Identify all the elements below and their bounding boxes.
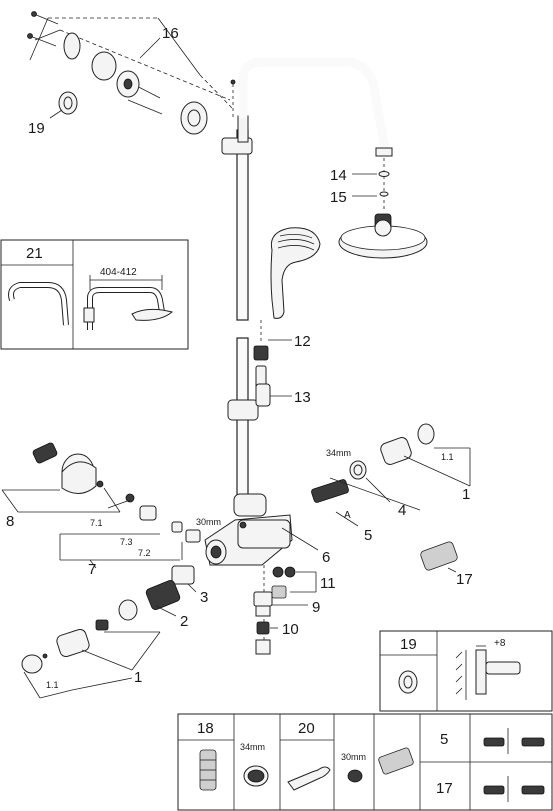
rosette-icon [180,101,208,135]
callout-1.1-right: 1.1 [441,452,454,462]
callout-15: 15 [330,189,347,206]
callout-5: 5 [364,527,372,544]
nut-30mm-icon [347,769,363,783]
callout-1-left: 1 [134,669,142,686]
table-col-18: 18 [197,720,214,737]
right-fittings-group: 1.1 1 4 34mm A 5 [311,423,471,544]
overhead-shower-head-icon [338,213,428,259]
callout-6: 6 [322,549,330,566]
adaptor-icon [378,747,414,775]
cartridge-icon [199,749,217,791]
callout-3: 3 [200,589,208,606]
inset-21: 21 404-412 [0,239,189,350]
row-5-tools-icon [483,728,545,754]
hand-shower-icon [270,227,321,319]
callout-10: 10 [282,621,299,638]
dim-30mm-top: 30mm [196,517,221,527]
inset-19: 19 +8 [379,630,553,712]
nut-34mm-icon [243,765,269,787]
callout-A: A [344,510,351,521]
table-dim-30mm: 30mm [341,752,366,762]
callout-4: 4 [398,502,406,519]
callout-8: 8 [6,513,14,530]
callout-1-right: 1 [462,486,470,503]
wrench-icon [287,766,331,791]
callout-14: 14 [330,167,347,184]
spout-parts-group: 11 9 10 [253,565,336,655]
row-17-tools-icon [483,776,545,802]
callout-2: 2 [180,613,188,630]
dim-34mm-top: 34mm [326,448,351,458]
callout-19: 19 [28,120,45,137]
thermostat-mixer-body-icon: 6 [204,493,330,566]
table-col-20: 20 [298,720,315,737]
callout-11: 11 [320,575,336,592]
callout-1.1-left: 1.1 [46,680,59,690]
callout-7.1: 7.1 [90,518,103,528]
wall-plate-icon [63,32,140,98]
inset-19-label: 19 [400,636,417,653]
callout-13: 13 [294,389,311,406]
spare-parts-table: 18 20 34mm 30mm 5 17 [177,713,553,811]
shower-slider-icon: 13 [227,383,311,421]
callout-9: 9 [312,599,320,616]
callout-7.3: 7.3 [120,537,133,547]
callout-16: 16 [162,25,179,42]
table-dim-34mm: 34mm [240,742,265,752]
table-row-17: 17 [436,780,453,797]
callout-7: 7 [88,561,96,578]
table-row-5: 5 [440,731,448,748]
callout-12: 12 [294,333,311,350]
part-17-icon: 17 [420,541,473,588]
callout-17: 17 [456,571,473,588]
wall-screws-icon [27,11,163,115]
shower-rail-group: 14 15 [221,57,393,499]
callout-7.2: 7.2 [138,548,151,558]
arm-length-dimension: 404-412 [100,267,137,278]
inset-21-label: 21 [26,245,43,262]
hose-connector-icon: 12 [253,320,311,389]
wall-mount-group: 16 19 [27,11,233,137]
left-fittings-group: 8 7.1 7.3 7.2 30mm 7 3 2 1.1 [1,442,221,699]
inset-19-offset: +8 [494,638,506,649]
washer-19-icon [58,91,78,115]
